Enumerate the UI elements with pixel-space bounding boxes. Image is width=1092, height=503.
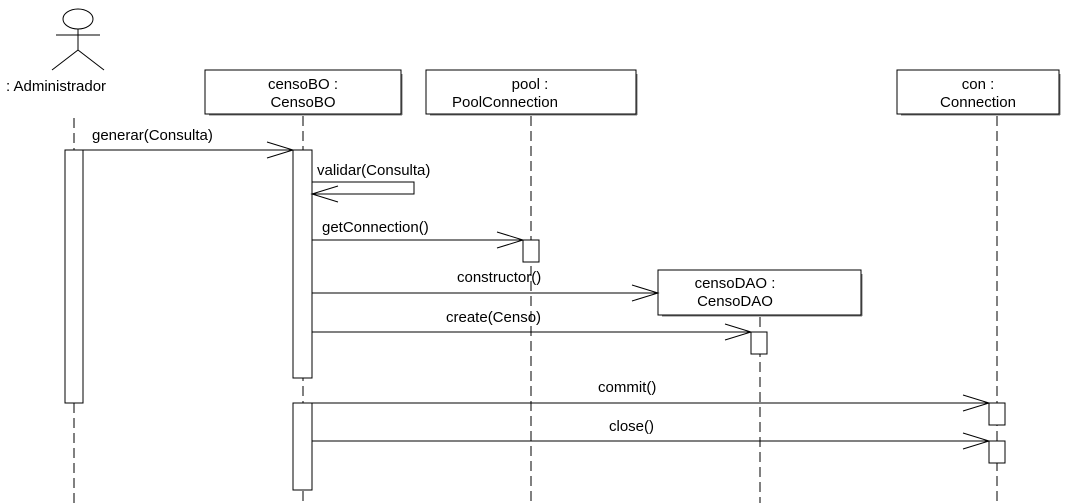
message-validar-label: validar(Consulta)	[317, 162, 430, 179]
message-generar-label: generar(Consulta)	[92, 127, 213, 144]
actor-label: : Administrador	[6, 78, 106, 95]
activation-con-1	[988, 402, 1006, 426]
participant-censoBO-type: CensoBO	[270, 94, 335, 111]
participant-censoDAO: censoDAO : CensoDAO	[657, 269, 863, 317]
actor-right-leg	[77, 49, 105, 71]
actor-head	[62, 8, 94, 30]
participant-pool-type: PoolConnection	[452, 94, 558, 111]
participant-con-type: Connection	[940, 94, 1016, 111]
participant-pool: pool : PoolConnection	[425, 69, 638, 116]
participant-pool-name: pool :	[512, 76, 549, 93]
message-getConnection-arrow	[312, 231, 525, 249]
participant-censoDAO-name: censoDAO :	[695, 275, 776, 292]
message-constructor-arrow	[312, 284, 660, 302]
message-getConnection-label: getConnection()	[322, 219, 429, 236]
message-create-arrow	[312, 323, 753, 341]
message-close-arrow	[312, 432, 991, 450]
message-commit-label: commit()	[598, 379, 656, 396]
participant-censoBO: censoBO : CensoBO	[204, 69, 403, 116]
activation-censoBO-1	[292, 149, 313, 379]
participant-con: con : Connection	[896, 69, 1061, 116]
message-generar-arrow	[83, 141, 295, 159]
message-constructor-label: constructor()	[457, 269, 541, 286]
activation-censoDAO	[750, 331, 768, 355]
message-create-label: create(Censo)	[446, 309, 541, 326]
message-commit-arrow	[312, 394, 991, 412]
message-close-label: close()	[609, 418, 654, 435]
activation-censoBO-2	[292, 402, 313, 491]
activation-con-2	[988, 440, 1006, 464]
participant-censoBO-name: censoBO :	[268, 76, 338, 93]
message-validar-arrow	[310, 181, 415, 203]
actor-administrador	[51, 8, 105, 71]
participant-con-name: con :	[962, 76, 995, 93]
participant-censoDAO-type: CensoDAO	[697, 293, 773, 310]
activation-pool	[522, 239, 540, 263]
actor-left-leg	[51, 49, 79, 71]
activation-administrador	[64, 149, 84, 404]
